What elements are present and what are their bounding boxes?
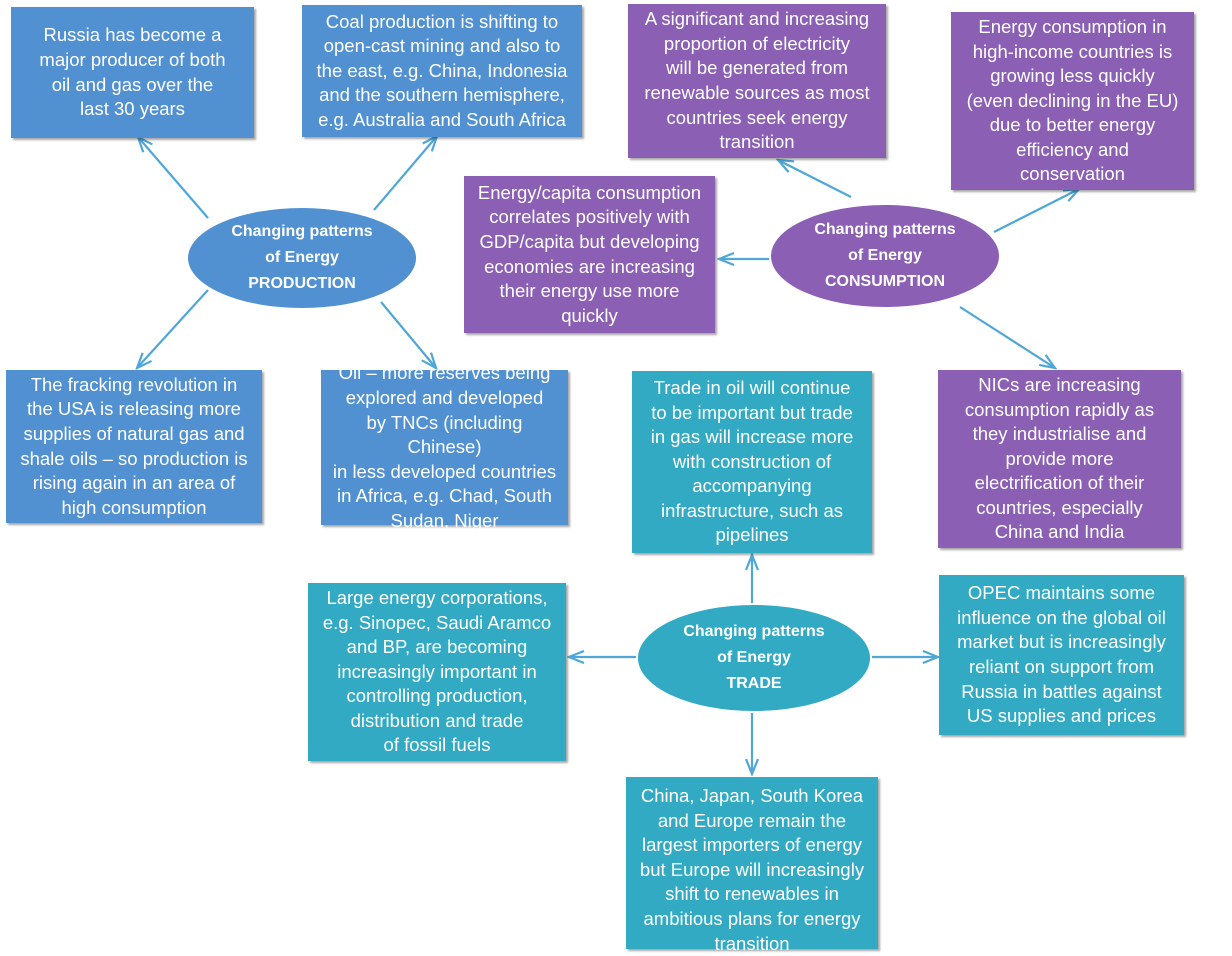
trade-box-oil-gas-text: Trade in oil will continue to be importa…: [650, 376, 854, 546]
production-box-fracking: The fracking revolution in the USA is re…: [6, 370, 262, 523]
trade-box-importers-text: China, Japan, South Korea and Europe rem…: [639, 785, 865, 954]
production-box-fracking-text: The fracking revolution in the USA is re…: [20, 373, 248, 518]
consumption-box-high-income-text: Energy consumption in high-income countr…: [966, 15, 1179, 185]
trade-box-opec: OPEC maintains some influence on the glo…: [939, 575, 1184, 735]
trade-box-corporations: Large energy corporations, e.g. Sinopec,…: [308, 583, 566, 761]
arrow-production-to-russia: [138, 137, 209, 219]
consumption-box-gdp-text: Energy/capita consumption correlates pos…: [477, 181, 702, 326]
production-box-coal-text: Coal production is shifting to open-cast…: [316, 10, 568, 130]
production-hub-label: Changing patterns of Energy PRODUCTION: [231, 223, 373, 292]
trade-box-opec-text: OPEC maintains some influence on the glo…: [957, 582, 1166, 727]
arrow-consumption-to-high-income: [993, 189, 1079, 233]
consumption-box-renewables: A significant and increasing proportion …: [628, 4, 886, 158]
consumption-box-gdp: Energy/capita consumption correlates pos…: [464, 176, 715, 333]
production-box-oil: Oil – more reserves being explored and d…: [321, 362, 568, 531]
arrow-consumption-to-renewables: [778, 160, 852, 198]
consumption-box-nics-text: NICs are increasing consumption rapidly …: [964, 373, 1155, 543]
consumption-hub-label: Changing patterns of Energy CONSUMPTION: [814, 221, 956, 290]
arrow-production-to-coal: [373, 136, 437, 211]
arrow-production-to-oil: [380, 301, 436, 368]
trade-box-corporations-text: Large energy corporations, e.g. Sinopec,…: [322, 586, 552, 756]
arrow-consumption-to-nics: [959, 306, 1055, 368]
production-box-coal: Coal production is shifting to open-cast…: [302, 5, 582, 137]
trade-box-oil-gas: Trade in oil will continue to be importa…: [632, 371, 872, 553]
trade-box-importers: China, Japan, South Korea and Europe rem…: [626, 777, 878, 954]
production-hub: Changing patterns of Energy PRODUCTION: [186, 206, 418, 310]
production-box-oil-text: Oil – more reserves being explored and d…: [332, 362, 557, 531]
consumption-hub: Changing patterns of Energy CONSUMPTION: [769, 203, 1001, 309]
consumption-box-renewables-text: A significant and increasing proportion …: [644, 8, 870, 153]
consumption-box-high-income: Energy consumption in high-income countr…: [951, 12, 1194, 190]
production-box-russia: Russia has become a major producer of bo…: [11, 7, 254, 138]
consumption-box-nics: NICs are increasing consumption rapidly …: [938, 370, 1181, 548]
production-box-russia-text: Russia has become a major producer of bo…: [39, 24, 226, 120]
trade-hub-label: Changing patterns of Energy TRADE: [683, 623, 825, 692]
arrow-production-to-fracking: [137, 289, 209, 368]
trade-hub: Changing patterns of Energy TRADE: [636, 603, 872, 713]
